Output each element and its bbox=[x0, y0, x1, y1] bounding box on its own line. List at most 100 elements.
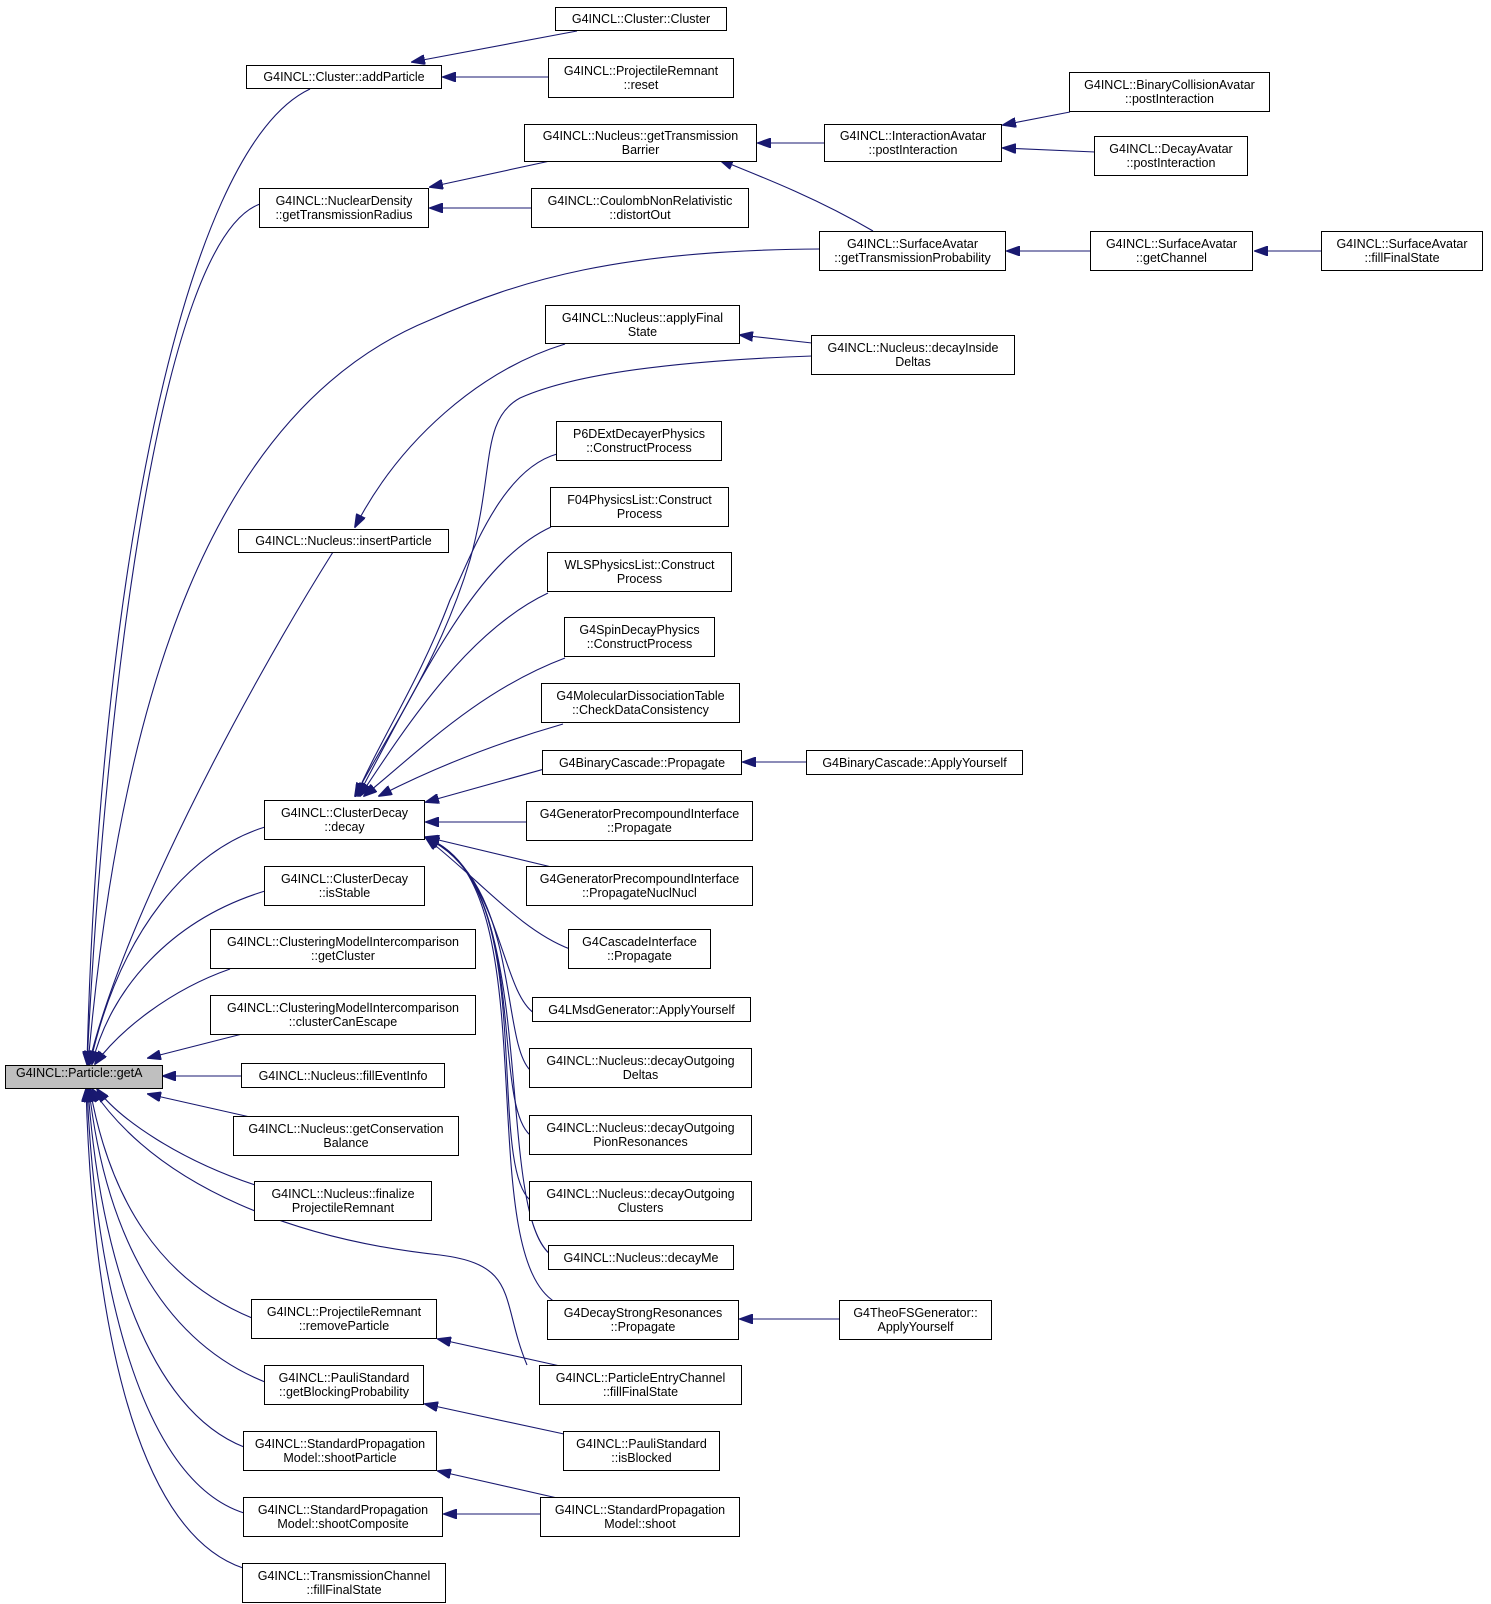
node-binarycascade-propagate[interactable]: G4BinaryCascade::Propagate bbox=[542, 750, 742, 775]
edge-particleentry-removeparticle bbox=[438, 1339, 561, 1367]
node-label-line: Barrier bbox=[621, 143, 660, 157]
node-binarycollisionavatar-postinteraction[interactable]: G4INCL::BinaryCollisionAvatar::postInter… bbox=[1069, 72, 1270, 112]
node-decayavatar-postinteraction[interactable]: G4INCL::DecayAvatar::postInteraction bbox=[1094, 136, 1248, 176]
node-label-line: ProjectileRemnant bbox=[291, 1201, 395, 1215]
node-label-line: G4INCL::TransmissionChannel bbox=[257, 1569, 431, 1583]
node-clusterdecay-decay[interactable]: G4INCL::ClusterDecay::decay bbox=[264, 800, 425, 840]
node-label-line: ::reset bbox=[623, 78, 659, 92]
node-label-line: G4INCL::ClusteringModelIntercomparison bbox=[226, 935, 460, 949]
node-label-line: G4TheoFSGenerator:: bbox=[853, 1306, 978, 1320]
node-decaystrongresonances-propagate[interactable]: G4DecayStrongResonances::Propagate bbox=[547, 1300, 739, 1340]
node-label-line: G4INCL::Nucleus::decayInside bbox=[827, 341, 999, 355]
node-label-line: ::getTransmissionRadius bbox=[275, 208, 413, 222]
node-label-line: G4BinaryCascade::Propagate bbox=[558, 755, 726, 770]
node-label-line: ::postInteraction bbox=[1125, 92, 1214, 106]
node-clusteringmodel-clustercanescape[interactable]: G4INCL::ClusteringModelIntercomparison::… bbox=[210, 995, 476, 1035]
node-interactionavatar-postinteraction[interactable]: G4INCL::InteractionAvatar::postInteracti… bbox=[824, 124, 1002, 162]
edge-strong-clusterdecay bbox=[426, 838, 556, 1303]
node-label-line: WLSPhysicsList::Construct bbox=[564, 558, 715, 572]
node-particle-getA[interactable]: G4INCL::Particle::getA bbox=[5, 1065, 163, 1089]
node-label-line: ::postInteraction bbox=[1126, 156, 1216, 170]
node-projectileremnant-removeparticle[interactable]: G4INCL::ProjectileRemnant::removeParticl… bbox=[251, 1299, 437, 1339]
node-particleentrychannel-fillfinalstate[interactable]: G4INCL::ParticleEntryChannel::fillFinalS… bbox=[539, 1365, 742, 1405]
node-label-line: G4INCL::Nucleus::decayOutgoing bbox=[546, 1054, 735, 1068]
node-label-line: Deltas bbox=[622, 1068, 659, 1082]
node-nucleus-decayme[interactable]: G4INCL::Nucleus::decayMe bbox=[548, 1245, 734, 1270]
node-molecular-checkdataconsistency[interactable]: G4MolecularDissociationTable::CheckDataC… bbox=[541, 683, 740, 723]
node-label-line: G4INCL::ClusterDecay bbox=[280, 872, 409, 886]
node-label-line: G4INCL::SurfaceAvatar bbox=[1105, 237, 1238, 251]
node-surfaceavatar-getchannel[interactable]: G4INCL::SurfaceAvatar::getChannel bbox=[1090, 231, 1253, 271]
node-label-line: G4INCL::CoulombNonRelativistic bbox=[547, 194, 733, 208]
edge-insertparticle-root bbox=[89, 551, 334, 1064]
node-label-line: ::Propagate bbox=[607, 949, 672, 963]
edge-transbarrier-nucleardensity bbox=[430, 160, 551, 187]
edge-addParticle-root bbox=[87, 88, 311, 1064]
node-cascadeinterface-propagate[interactable]: G4CascadeInterface::Propagate bbox=[568, 929, 711, 969]
node-theofsgenerator-applyyourself[interactable]: G4TheoFSGenerator::ApplyYourself bbox=[839, 1300, 992, 1340]
node-lmsdgenerator-applyyourself[interactable]: G4LMsdGenerator::ApplyYourself bbox=[532, 997, 751, 1022]
edge-clusterdecay-root bbox=[90, 826, 266, 1064]
node-label-line: Balance bbox=[323, 1136, 369, 1150]
node-label-line: ::CheckDataConsistency bbox=[572, 703, 709, 717]
node-p6dextdecayerphysics-constructprocess[interactable]: P6DExtDecayerPhysics::ConstructProcess bbox=[556, 421, 722, 461]
node-paulistandard-getblockingprobability[interactable]: G4INCL::PauliStandard::getBlockingProbab… bbox=[264, 1365, 424, 1405]
node-binarycascade-applyyourself[interactable]: G4BinaryCascade::ApplyYourself bbox=[806, 750, 1023, 775]
node-clusteringmodel-getcluster[interactable]: G4INCL::ClusteringModelIntercomparison::… bbox=[210, 929, 476, 969]
node-label-line: P6DExtDecayerPhysics bbox=[573, 427, 705, 441]
node-paulistandard-isblocked[interactable]: G4INCL::PauliStandard::isBlocked bbox=[563, 1431, 720, 1471]
edge-f04-clusterdecay bbox=[358, 526, 552, 796]
node-label-line: G4INCL::Nucleus::finalize bbox=[271, 1187, 415, 1201]
node-projectileremnant-reset[interactable]: G4INCL::ProjectileRemnant::reset bbox=[548, 58, 734, 98]
edge-applyfinal-insertparticle bbox=[355, 343, 566, 527]
node-label-line: Process bbox=[616, 572, 663, 586]
node-cluster-ctor[interactable]: G4INCL::Cluster::Cluster bbox=[555, 7, 727, 31]
node-label-line: ::getCluster bbox=[311, 949, 375, 963]
node-g4spindecayphysics-constructprocess[interactable]: G4SpinDecayPhysics::ConstructProcess bbox=[564, 617, 715, 657]
node-cluster-addParticle[interactable]: G4INCL::Cluster::addParticle bbox=[246, 65, 442, 89]
node-label-line: G4GeneratorPrecompoundInterface bbox=[539, 807, 740, 821]
node-label-line: ::fillFinalState bbox=[306, 1583, 382, 1597]
edge-transmission-root bbox=[86, 1089, 244, 1569]
node-label-line: G4INCL::NuclearDensity bbox=[275, 194, 413, 208]
node-label-line: Model::shootParticle bbox=[283, 1451, 397, 1465]
node-label-line: G4INCL::StandardPropagation bbox=[554, 1503, 726, 1517]
node-label-line: ::removeParticle bbox=[298, 1319, 390, 1333]
edge-cascade-clusterdecay bbox=[426, 838, 571, 950]
node-label-line: G4MolecularDissociationTable bbox=[556, 689, 725, 703]
node-coulombnonrelativistic-distortout[interactable]: G4INCL::CoulombNonRelativistic::distortO… bbox=[531, 188, 749, 228]
edge-isstable-root bbox=[92, 890, 266, 1064]
node-label-line: Process bbox=[616, 507, 663, 521]
node-surfaceavatar-fillfinalstate[interactable]: G4INCL::SurfaceAvatar::fillFinalState bbox=[1321, 231, 1483, 271]
node-generatorprecompound-propagatenuclnucl[interactable]: G4GeneratorPrecompoundInterface::Propaga… bbox=[526, 866, 753, 906]
node-generatorprecompound-propagate[interactable]: G4GeneratorPrecompoundInterface::Propaga… bbox=[526, 801, 753, 841]
edge-genpreconn-clusterdecay bbox=[426, 837, 565, 871]
edge-molecular-clusterdecay bbox=[379, 723, 564, 796]
node-nucleus-insertparticle[interactable]: G4INCL::Nucleus::insertParticle bbox=[238, 529, 449, 553]
node-label-line: G4INCL::ClusterDecay bbox=[280, 806, 409, 820]
node-label-line: G4GeneratorPrecompoundInterface bbox=[539, 872, 740, 886]
node-nucleardensity-gettransmissionradius[interactable]: G4INCL::NuclearDensity::getTransmissionR… bbox=[259, 188, 429, 228]
node-clusterdecay-isstable[interactable]: G4INCL::ClusterDecay::isStable bbox=[264, 866, 425, 906]
node-label-line: G4INCL::Nucleus::decayMe bbox=[563, 1250, 719, 1265]
node-surfaceavatar-gettransmissionprobability[interactable]: G4INCL::SurfaceAvatar::getTransmissionPr… bbox=[819, 231, 1006, 271]
node-label-line: ::clusterCanEscape bbox=[288, 1015, 398, 1029]
node-label-line: G4LMsdGenerator::ApplyYourself bbox=[548, 1002, 735, 1017]
node-transmissionchannel-fillfinalstate[interactable]: G4INCL::TransmissionChannel::fillFinalSt… bbox=[242, 1563, 446, 1603]
node-nucleus-filleventinfo[interactable]: G4INCL::Nucleus::fillEventInfo bbox=[241, 1063, 445, 1088]
node-label-line: G4INCL::ProjectileRemnant bbox=[563, 64, 719, 78]
